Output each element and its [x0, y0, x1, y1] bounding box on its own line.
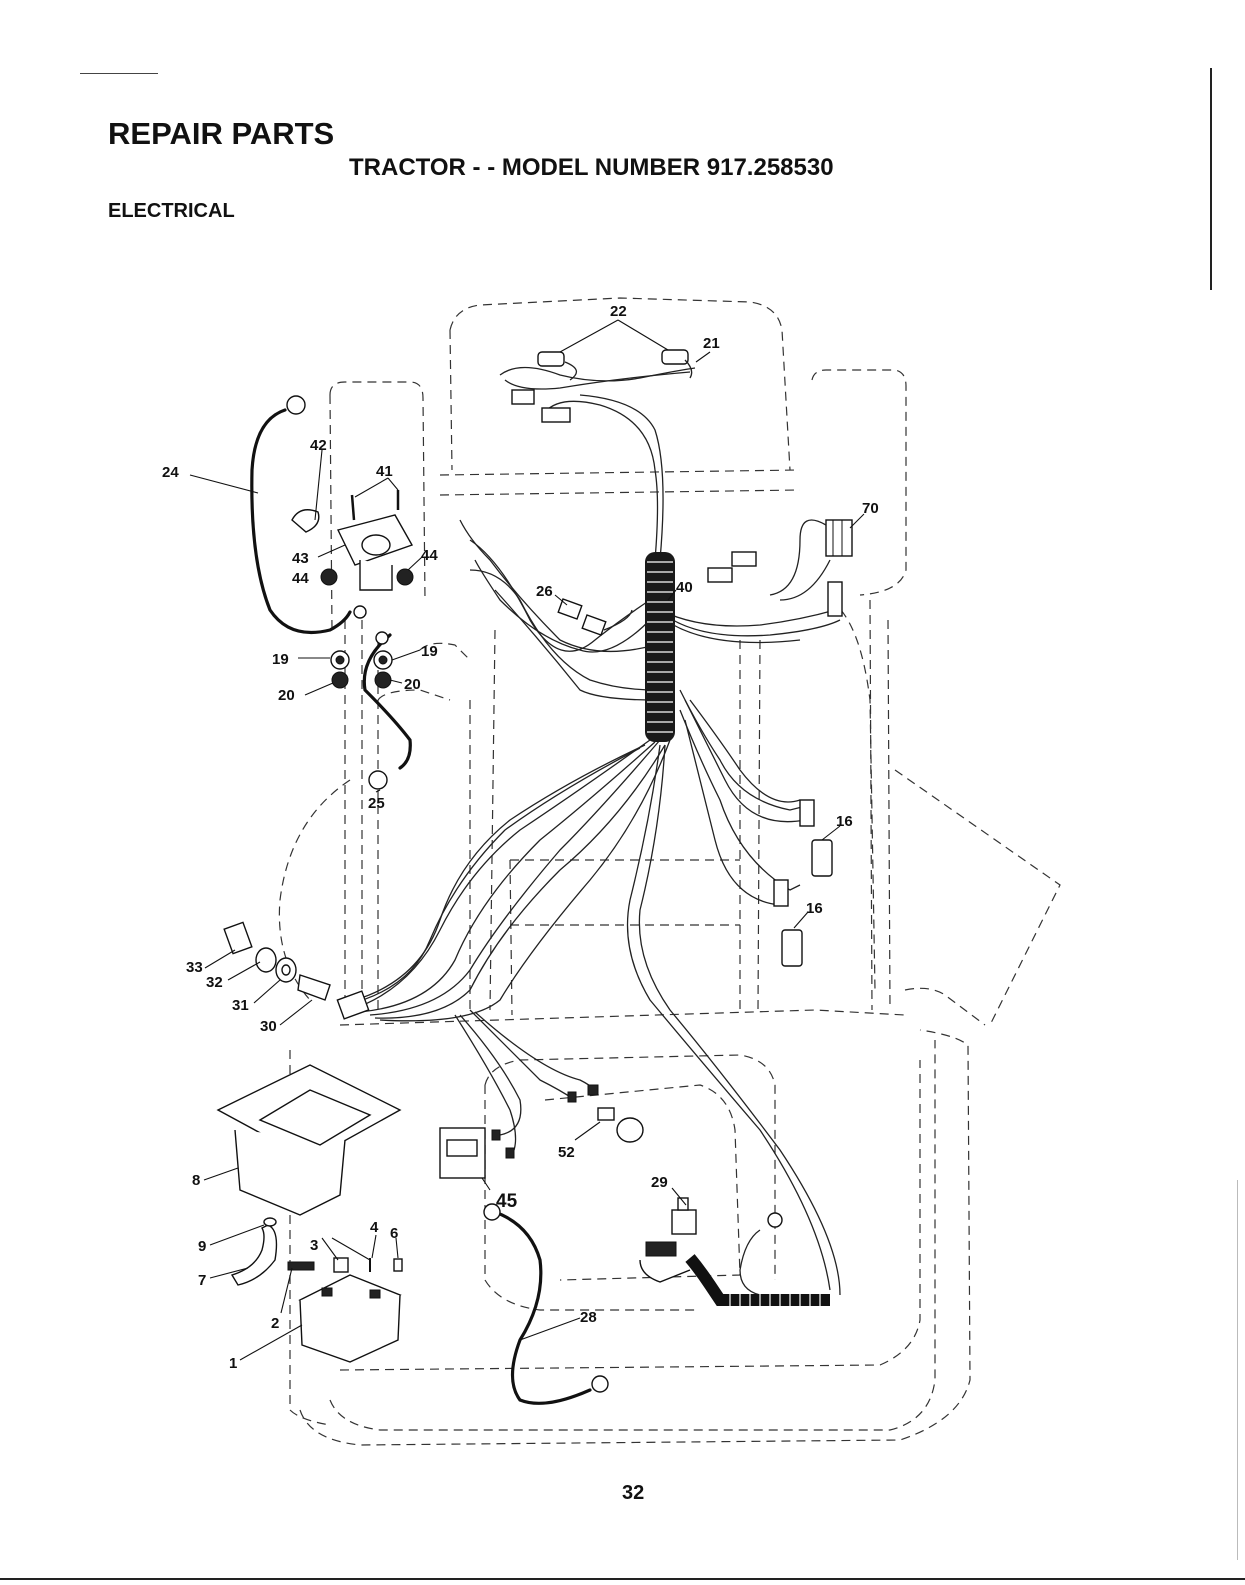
headlight-harness-21	[512, 350, 692, 422]
bottom-rule	[0, 1578, 1245, 1580]
callout-30: 30	[260, 1018, 277, 1035]
callout-40: 40	[676, 579, 693, 596]
callout-22: 22	[610, 303, 627, 320]
callout-25: 25	[368, 795, 385, 812]
part-52	[598, 1108, 643, 1142]
callout-7: 7	[198, 1272, 206, 1289]
callout-43: 43	[292, 550, 309, 567]
callout-29: 29	[651, 1174, 668, 1191]
callout-52: 52	[558, 1144, 575, 1161]
switch-29	[640, 1198, 782, 1282]
cable-24-ring-terminal	[287, 396, 305, 414]
coiled-cord	[690, 1258, 830, 1306]
callout-21: 21	[703, 335, 720, 352]
callout-32: 32	[206, 974, 223, 991]
harness-loom-sleeve	[645, 552, 675, 742]
callout-20-right: 20	[404, 676, 421, 693]
callout-33: 33	[186, 959, 203, 976]
callout-44-right: 44	[421, 547, 438, 564]
callout-3: 3	[310, 1237, 318, 1254]
callout-16-upper: 16	[836, 813, 853, 830]
page-number: 32	[622, 1482, 644, 1505]
cable-25-ring-terminal	[369, 771, 387, 789]
connector-26	[558, 599, 632, 635]
callout-45: 45	[496, 1191, 518, 1212]
callout-70: 70	[862, 500, 879, 517]
callout-26: 26	[536, 583, 553, 600]
callout-44-left: 44	[292, 570, 309, 587]
callout-19-left: 19	[272, 651, 289, 668]
callout-9: 9	[198, 1238, 206, 1255]
callout-20-left: 20	[278, 687, 295, 704]
callout-31: 31	[232, 997, 249, 1014]
callout-24: 24	[162, 464, 179, 481]
callout-6: 6	[390, 1225, 398, 1242]
safety-switches-16	[774, 800, 832, 966]
battery-tray-8	[0, 1065, 400, 1215]
callout-1: 1	[229, 1355, 237, 1372]
callout-labels: 24 42 41 43 44 44 19 20 19 20 25 22 21 7…	[162, 303, 879, 1372]
callout-19-right: 19	[421, 643, 438, 660]
callout-2: 2	[271, 1315, 279, 1332]
wire-harness	[345, 368, 840, 1296]
connector-70	[708, 520, 852, 616]
callout-8: 8	[192, 1172, 200, 1189]
callout-42: 42	[310, 437, 327, 454]
callout-16-lower: 16	[806, 900, 823, 917]
callout-41: 41	[376, 463, 393, 480]
callout-28: 28	[580, 1309, 597, 1326]
cable-28-ring-terminal-bottom	[592, 1376, 608, 1392]
callout-4: 4	[370, 1219, 379, 1236]
